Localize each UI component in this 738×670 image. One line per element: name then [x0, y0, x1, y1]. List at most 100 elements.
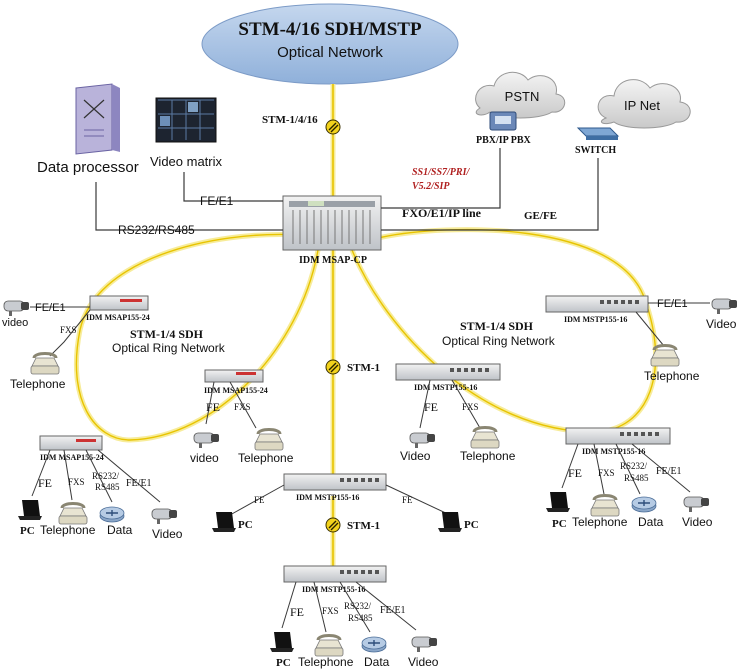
chain-bottom-data: Data — [364, 655, 390, 669]
right-c-telephone: Telephone — [572, 515, 628, 529]
chain-bottom-rs-1: RS232/ — [344, 601, 372, 611]
chain-mid-fe-right: FE — [402, 495, 413, 505]
chain-mid-pc-right-icon — [438, 512, 462, 532]
left-node-c-device — [39, 435, 103, 451]
chain-bottom-rs-2: RS485 — [348, 613, 373, 623]
wires-top-right — [381, 148, 599, 231]
right-c-pc: PC — [552, 518, 567, 530]
stm1-lower-connector-icon — [325, 517, 341, 533]
chain-bottom-fe: FE — [290, 605, 304, 619]
right-ring-title: STM-1/4 SDH — [460, 319, 534, 333]
right-c-pc-icon — [546, 492, 570, 512]
link-serial-label: RS232/RS485 — [118, 223, 195, 237]
left-c-camera-icon — [151, 508, 178, 525]
left-b-fxs: FXS — [234, 402, 251, 412]
right-a-fe-e1: FE/E1 — [657, 298, 688, 310]
right-node-c-device — [565, 427, 671, 445]
left-c-data: Data — [107, 523, 133, 537]
wires-top-left — [95, 172, 283, 231]
chain-bottom-video: Video — [408, 655, 439, 669]
ipnet-label: IP Net — [624, 98, 660, 113]
right-node-b-label: IDM MSTP155-16 — [414, 383, 477, 392]
left-node-a-label: IDM MSAP155-24 — [86, 313, 150, 322]
signaling-line-1: SS1/SS7/PRI/ — [412, 167, 470, 178]
left-c-fe: FE — [38, 476, 52, 490]
right-b-fe: FE — [424, 400, 438, 414]
left-node-b-label: IDM MSAP155-24 — [204, 386, 268, 395]
chain-bottom-pc-icon — [270, 632, 294, 652]
right-ring — [349, 227, 659, 435]
right-ring-subtitle: Optical Ring Network — [442, 334, 556, 348]
right-c-rs-2: RS485 — [624, 473, 649, 483]
stm1-upper-label: STM-1 — [347, 362, 380, 374]
left-a-phone-icon — [29, 352, 61, 376]
pstn-label: PSTN — [505, 89, 540, 104]
right-c-video: Video — [682, 515, 713, 529]
chain-mid-pc-left-icon — [212, 512, 236, 532]
left-c-data-icon — [99, 506, 125, 523]
signaling-line-2: V5.2/SIP — [412, 181, 450, 192]
right-c-camera-icon — [683, 496, 710, 513]
chain-bottom-phone-icon — [313, 634, 345, 658]
chain-bottom-pc: PC — [276, 657, 291, 669]
chain-bottom-telephone: Telephone — [298, 655, 354, 669]
uplink-label: STM-1/4/16 — [262, 114, 318, 126]
right-c-data-icon — [631, 496, 657, 513]
right-b-fxs: FXS — [462, 402, 479, 412]
right-c-rs-1: RS232/ — [620, 461, 648, 471]
switch-label: SWITCH — [575, 145, 616, 156]
left-c-pc-icon — [18, 500, 42, 520]
chain-bottom-device — [283, 565, 387, 583]
left-a-telephone: Telephone — [10, 377, 66, 391]
left-b-phone-icon — [253, 428, 285, 452]
right-a-phone-icon — [649, 344, 681, 368]
data-processor-icon — [75, 83, 120, 155]
chain-mid-fe-left: FE — [254, 495, 265, 505]
right-b-telephone: Telephone — [460, 449, 516, 463]
left-ring-title: STM-1/4 SDH — [130, 327, 204, 341]
right-a-camera-icon — [711, 298, 738, 315]
right-a-video: Video — [706, 317, 737, 331]
left-c-fxs: FXS — [68, 477, 85, 487]
left-c-phone-icon — [57, 502, 89, 526]
left-a-camera-icon — [3, 300, 30, 317]
left-b-video: video — [190, 451, 219, 465]
ge-fe-label: GE/FE — [524, 210, 557, 222]
pbx-icon — [489, 111, 517, 131]
right-c-fe: FE — [568, 466, 582, 480]
left-a-video: video — [2, 317, 28, 329]
chain-mid-device — [283, 473, 387, 491]
core-cloud — [201, 3, 459, 85]
right-b-phone-icon — [469, 426, 501, 450]
chain-mid-pc-right: PC — [464, 519, 479, 531]
chain-mid-pc-left: PC — [238, 519, 253, 531]
video-matrix-icon — [155, 97, 217, 143]
right-b-camera-icon — [409, 432, 436, 449]
right-c-data: Data — [638, 515, 664, 529]
left-ring-subtitle: Optical Ring Network — [112, 341, 226, 355]
stm1-lower-label: STM-1 — [347, 520, 380, 532]
right-node-c-label: IDM MSTP155-16 — [582, 447, 645, 456]
left-a-fe-e1: FE/E1 — [35, 302, 66, 314]
left-c-pc: PC — [20, 525, 35, 537]
left-b-camera-icon — [193, 432, 220, 449]
left-c-telephone: Telephone — [40, 523, 96, 537]
video-matrix-label: Video matrix — [150, 154, 223, 169]
left-node-a-device — [89, 295, 149, 311]
chain-bottom-camera-icon — [411, 636, 438, 653]
fxo-line-label: FXO/E1/IP line — [402, 206, 482, 220]
ipnet-cloud — [597, 79, 691, 129]
left-b-fe: FE — [206, 400, 220, 414]
left-a-fxs: FXS — [60, 325, 77, 335]
right-c-phone-icon — [589, 494, 621, 518]
switch-icon — [576, 127, 620, 140]
core-title: STM-4/16 SDH/MSTP — [238, 19, 422, 40]
left-c-rs-1: RS232/ — [92, 471, 120, 481]
chain-bottom-fxs: FXS — [322, 606, 339, 616]
right-node-a-label: IDM MSTP155-16 — [564, 315, 627, 324]
left-b-telephone: Telephone — [238, 451, 294, 465]
msap-cp-label: IDM MSAP-CP — [299, 255, 367, 266]
right-node-a-device — [545, 295, 649, 313]
pstn-cloud — [475, 71, 566, 119]
